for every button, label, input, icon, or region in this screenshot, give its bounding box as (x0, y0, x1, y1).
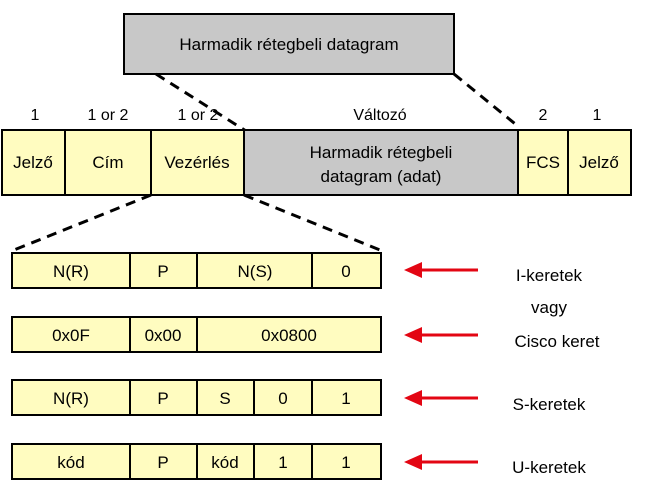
row-i-cell: N(S) (238, 262, 273, 281)
top-expand-line-right (453, 72, 520, 129)
field-cim-label: Cím (92, 153, 123, 172)
control-row-cisco-frame: 0x0F 0x00 0x0800 (11, 316, 382, 353)
row-s-cell: 1 (341, 389, 350, 408)
field-jelzo-start (1, 129, 66, 196)
caption-i-keretek: I-keretek (516, 266, 583, 285)
row-cisco-cell: 0x00 (145, 326, 182, 345)
field-size-labels: 1 1 or 2 1 or 2 Változó 2 1 (31, 107, 602, 124)
row-u-cell: kód (211, 453, 238, 472)
control-expand-line-right (243, 193, 381, 252)
size-label-jelzo-end: 1 (593, 107, 602, 124)
size-label-datagram: Változó (353, 107, 406, 124)
field-jelzo-end (567, 129, 632, 196)
control-row-u-frame: kód P kód 1 1 (11, 443, 382, 480)
row-u-cell: 1 (278, 453, 287, 472)
field-vezerles-label: Vezérlés (164, 153, 229, 172)
size-label-cim: 1 or 2 (88, 107, 129, 124)
left-arrow-icon (404, 327, 478, 343)
top-datagram-label: Harmadik rétegbeli datagram (179, 35, 398, 54)
left-arrow-icon (404, 262, 478, 278)
control-row-i-frame: N(R) P N(S) 0 (11, 252, 382, 289)
caption-s-keretek: S-keretek (513, 395, 586, 414)
size-label-fcs: 2 (539, 107, 548, 124)
row-u-cell: P (157, 453, 168, 472)
field-fcs-label: FCS (526, 153, 560, 172)
field-datagram-label-line1: Harmadik rétegbeli (310, 143, 453, 162)
field-cim (64, 129, 152, 196)
row-s-cell: P (157, 389, 168, 408)
field-jelzo-start-label: Jelző (13, 153, 53, 172)
size-label-jelzo-start: 1 (31, 107, 40, 124)
row-cisco-cell: 0x0F (52, 326, 90, 345)
caption-cisco-keret: Cisco keret (514, 332, 599, 351)
top-datagram-rect (123, 13, 455, 75)
top-datagram-box: Harmadik rétegbeli datagram (123, 13, 455, 75)
control-row-s-frame: N(R) P S 0 1 (11, 379, 382, 416)
row-cisco-cell: 0x0800 (261, 326, 317, 345)
caption-vagy: vagy (531, 298, 567, 317)
caption-u-keretek: U-keretek (512, 458, 586, 477)
row-i-cell: P (157, 262, 168, 281)
field-jelzo-end-label: Jelző (579, 153, 619, 172)
top-expand-line-left (155, 72, 247, 133)
frame-row: Jelző Cím Vezérlés Harmadik rétegbeli da… (1, 129, 632, 196)
size-label-vezerles: 1 or 2 (178, 107, 219, 124)
field-datagram-label-line2: datagram (adat) (321, 167, 442, 186)
row-s-cell: N(R) (53, 389, 89, 408)
row-i-cell: 0 (341, 262, 350, 281)
control-expand-line-left (13, 193, 152, 252)
row-u-cell: kód (57, 453, 84, 472)
left-arrow-icon (404, 390, 478, 406)
left-arrow-icon (404, 454, 478, 470)
row-i-cell: N(R) (53, 262, 89, 281)
row-s-cell: 0 (278, 389, 287, 408)
row-s-cell: S (219, 389, 230, 408)
row-u-cell: 1 (341, 453, 350, 472)
